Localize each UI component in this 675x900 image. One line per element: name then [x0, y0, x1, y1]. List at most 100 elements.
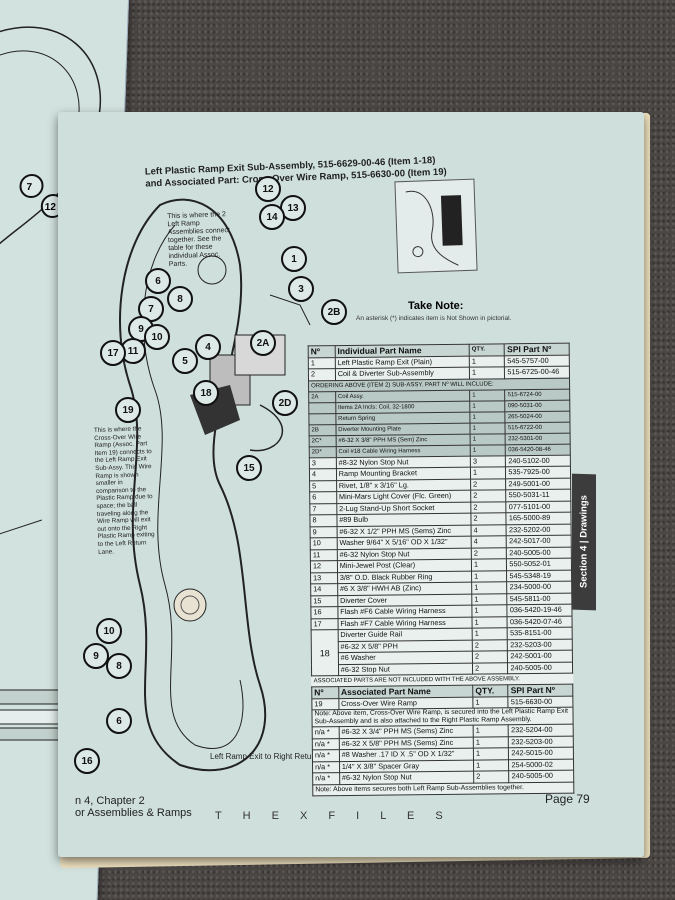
table-cell: 232-5204-00 — [508, 724, 574, 737]
table-cell: 1 — [469, 366, 505, 379]
callout-10: 10 — [144, 324, 170, 350]
table-cell: 1 — [471, 604, 508, 617]
ramp-caption: Left Ramp Exit to Right Return Lane. — [210, 752, 341, 761]
table-cell: 9 — [310, 526, 337, 538]
table-cell: 232-5203-00 — [507, 638, 573, 651]
table-cell: n/a * — [312, 761, 340, 773]
table-row: Note: Above items secures both Left Ramp… — [312, 781, 574, 796]
callout-2d: 2D — [272, 390, 298, 416]
callout-18: 18 — [193, 380, 219, 406]
table-cell: 13 — [310, 572, 338, 584]
table-cell: 515-6630-00 — [508, 695, 573, 708]
table-cell: 242-5017-00 — [506, 535, 572, 548]
table-cell: 5 — [309, 480, 337, 492]
table-cell: 545-5757-00 — [504, 354, 570, 367]
table-cell: 265-5024-00 — [505, 410, 570, 423]
table-cell: 1 — [471, 558, 507, 571]
col-num: Nº — [308, 345, 336, 358]
callout-19: 19 — [115, 397, 141, 423]
table-cell: 1 — [470, 444, 506, 456]
assoc-col: Nº — [311, 686, 339, 699]
table-cell: 1 — [469, 355, 505, 368]
callout-lower-6: 6 — [106, 708, 132, 734]
table-cell: 2C* — [309, 435, 336, 447]
table-cell: #8 Washer .17 ID X .5" OD X 1/32" — [339, 748, 474, 762]
table-cell: 242-5001-00 — [507, 650, 573, 663]
table-cell: 2 — [470, 512, 507, 525]
table-cell: 1 — [469, 400, 506, 412]
table-cell: 535-7925-00 — [505, 466, 571, 479]
table-cell: 036-5420-19-46 — [507, 604, 572, 617]
svg-text:12: 12 — [45, 202, 57, 213]
footer-chapter-line: n 4, Chapter 2 — [75, 795, 145, 807]
table-cell: 1 — [473, 724, 509, 737]
table-cell: 1 — [469, 389, 506, 401]
col-part: SPI Part Nº — [504, 343, 570, 356]
table-cell — [308, 402, 336, 414]
table-cell: 2 — [470, 478, 507, 491]
take-note-heading: Take Note: — [408, 300, 464, 312]
table-cell: 240-5005-00 — [509, 770, 574, 783]
table-cell: 1 — [471, 581, 508, 594]
callout-5: 5 — [172, 348, 198, 374]
table-cell: 232-5301-00 — [505, 432, 571, 445]
table-cell: 1 — [472, 627, 508, 640]
table-cell: 2 — [472, 662, 509, 675]
table-cell: 19 — [311, 698, 339, 710]
assoc-col: QTY. — [472, 684, 509, 697]
table-cell: 2 — [473, 770, 510, 783]
callout-2b: 2B — [321, 299, 347, 325]
table-cell: 3 — [309, 457, 337, 469]
table-cell: 232-5202-00 — [506, 523, 572, 536]
table-cell: 240-5005-00 — [507, 661, 573, 674]
callout-lower-8: 8 — [106, 653, 132, 679]
callout-lower-9: 9 — [83, 643, 109, 669]
table-cell: 036-5420-08-46 — [505, 443, 571, 456]
table-cell: 090-5031-00 — [505, 399, 570, 412]
table-cell: 2 — [308, 368, 336, 381]
table-cell: 550-5031-11 — [506, 489, 571, 502]
table-cell: 2A — [308, 391, 336, 403]
thumbnail-diagram — [394, 178, 478, 274]
table-cell: 232-5203-00 — [508, 735, 574, 748]
table-cell: 550-5052-01 — [506, 558, 572, 571]
table-cell: 6 — [309, 491, 337, 504]
table-cell: 249-5001-00 — [505, 477, 571, 490]
table-cell: 11 — [310, 549, 338, 561]
table-cell: 077-5101-00 — [506, 500, 571, 513]
table-cell: 7 — [309, 503, 337, 515]
assoc-note-2: Note: Above items secures both Left Ramp… — [312, 781, 574, 796]
table-cell: 254-5000-02 — [508, 758, 574, 771]
table-cell: 036-5420-07-46 — [507, 615, 573, 628]
page-number: Page 79 — [545, 792, 590, 806]
table-cell: n/a * — [312, 772, 340, 785]
table-cell: 1 — [470, 433, 506, 445]
callout-lower-10: 10 — [96, 618, 122, 644]
table-cell: 240-5005-00 — [506, 546, 572, 559]
table-cell: 1 — [473, 759, 510, 772]
table-cell: 2 — [472, 650, 508, 663]
table-cell: 4 — [309, 468, 337, 481]
table-cell: 242-5015-00 — [508, 747, 574, 760]
table-cell: 515-6722-00 — [505, 421, 571, 434]
table-cell: Mini-Mars Light Cover (Flc. Green) — [336, 490, 471, 504]
table-cell: 2 — [472, 639, 508, 652]
table-cell: 18 — [311, 629, 339, 676]
table-cell: 545-5811-00 — [507, 592, 572, 605]
table-cell: 234-5000-00 — [507, 581, 572, 594]
table-cell: #6-32 X 1/2" PPH MS (Sems) Zinc — [336, 524, 472, 538]
callout-12: 12 — [255, 176, 281, 202]
callout-17: 17 — [100, 340, 126, 366]
table-cell — [308, 413, 336, 425]
table-cell: 1 — [470, 466, 506, 479]
table-cell: n/a * — [312, 726, 339, 739]
table-cell: 1 — [471, 570, 508, 583]
table-cell: 3 — [470, 455, 506, 468]
table-cell: 515-6724-00 — [505, 388, 570, 401]
callout-6: 6 — [145, 268, 171, 294]
col-qty: QTY. — [469, 343, 505, 356]
footer-sub-line: or Assemblies & Ramps — [75, 807, 192, 819]
table-cell: 2 — [471, 547, 507, 560]
table-cell: 545-5348-19 — [506, 569, 572, 582]
assoc-col: SPI Part Nº — [508, 684, 573, 697]
